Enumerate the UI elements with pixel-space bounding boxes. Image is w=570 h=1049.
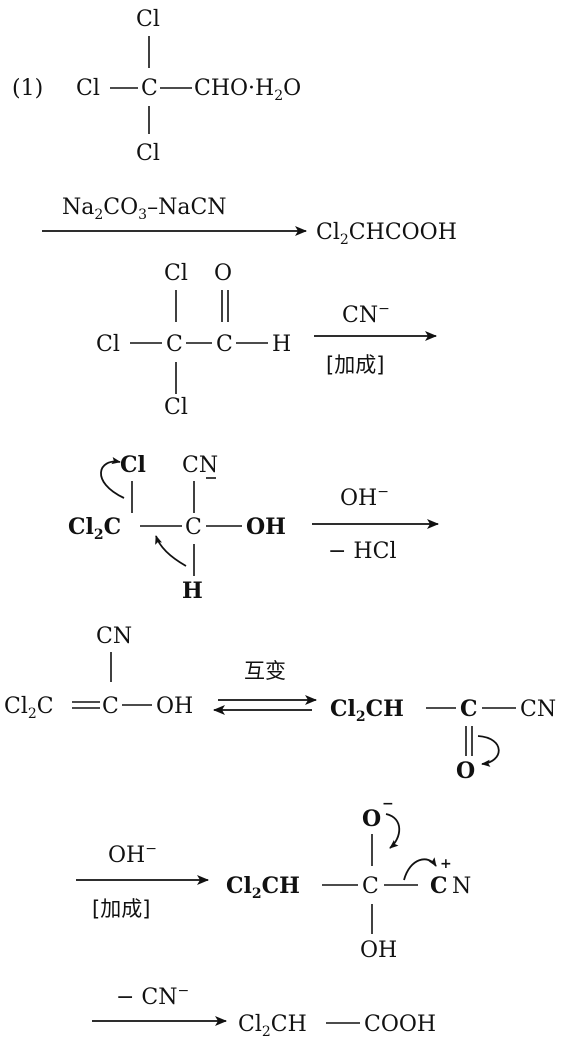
final-arrow-top: − CN−: [116, 983, 189, 1010]
mech2-h: H: [182, 578, 203, 604]
mech1-c2: C: [216, 332, 233, 357]
mech2-cl2: Cl2C: [68, 514, 121, 543]
taut-arrow-label: 互变: [244, 659, 286, 683]
final-step: − CN− Cl2CH COOH: [92, 983, 436, 1040]
mech3-c: C: [362, 874, 379, 899]
mech3-arrow-bottom: [加成]: [92, 897, 150, 921]
reactant-carbon: C: [141, 76, 158, 101]
reactant-top-cl: Cl: [136, 7, 160, 32]
taut-o-bottom: O: [456, 758, 475, 784]
step-label: (1): [12, 76, 43, 101]
mech1-arrow-top: CN−: [342, 301, 390, 328]
product-dichloroacetic-acid: Cl2CHCOOH: [316, 220, 457, 248]
mech1-cl-bottom: Cl: [164, 395, 188, 420]
mech2-oh: OH: [246, 514, 286, 540]
mech3-arrow-top: OH−: [108, 841, 157, 868]
mech3-n: N: [452, 874, 471, 899]
mech2-arrow-bottom: − HCl: [328, 539, 396, 564]
overall-reaction: Na2CO3–NaCN Cl2CHCOOH: [42, 195, 457, 248]
reactant-left-cl: Cl: [76, 76, 100, 101]
reactant-chloral-hydrate: (1) Cl Cl C CHO·H2O Cl: [12, 7, 301, 166]
mech3-curved-arrow-cn: [403, 857, 437, 881]
mech1-o-top: O: [214, 261, 232, 286]
reactant-cho-hydrate: CHO·H2O: [194, 76, 301, 104]
mech2-curved-arrow-top: [100, 457, 125, 499]
mechanism-step-2: Cl CN Cl2C C OH H OH− − HCl: [68, 452, 439, 604]
mechanism-step-3: OH− [加成] O − Cl2CH C C + N OH: [76, 796, 471, 963]
reactant-bottom-cl: Cl: [136, 141, 160, 166]
mech3-o-charge: −: [382, 796, 394, 812]
mech2-cl-top: Cl: [120, 452, 146, 478]
mech1-cl-left: Cl: [96, 332, 120, 357]
taut-right-cn: CN: [520, 697, 556, 722]
taut-cn-top: CN: [96, 624, 132, 649]
reagent-label: Na2CO3–NaCN: [62, 195, 227, 223]
taut-oh: OH: [156, 694, 193, 719]
taut-right-c: C: [460, 696, 478, 722]
taut-curved-arrow: [477, 735, 500, 767]
mech3-c-cn: C: [430, 873, 448, 899]
mech1-arrow-bottom: [加成]: [326, 353, 384, 377]
mech3-c-charge: +: [440, 856, 452, 872]
mech1-c1: C: [166, 332, 183, 357]
mech1-h: H: [272, 332, 291, 357]
mech2-curved-arrow-bottom: [155, 535, 187, 567]
tautomerization: CN Cl2C C OH 互变 Cl2CH C CN O: [4, 624, 556, 784]
mech2-cn-top: CN: [182, 453, 218, 478]
mechanism-step-1: Cl O Cl C C H Cl CN− [加成]: [96, 261, 437, 420]
mech3-curved-arrow-o: [385, 813, 401, 849]
mech2-c2: C: [185, 515, 202, 540]
mech3-o-top: O: [362, 806, 381, 832]
mech2-arrow-top: OH−: [340, 484, 389, 511]
final-product-cl2ch: Cl2CH: [238, 1012, 307, 1040]
taut-left-cl2c: Cl2C: [4, 694, 54, 722]
mech1-cl-top: Cl: [164, 261, 188, 286]
taut-right-cl2ch: Cl2CH: [330, 696, 404, 725]
mech3-oh: OH: [360, 938, 397, 963]
final-product-cooh: COOH: [364, 1012, 436, 1037]
taut-c-mid: C: [102, 694, 119, 719]
mech3-cl2ch: Cl2CH: [226, 873, 300, 902]
